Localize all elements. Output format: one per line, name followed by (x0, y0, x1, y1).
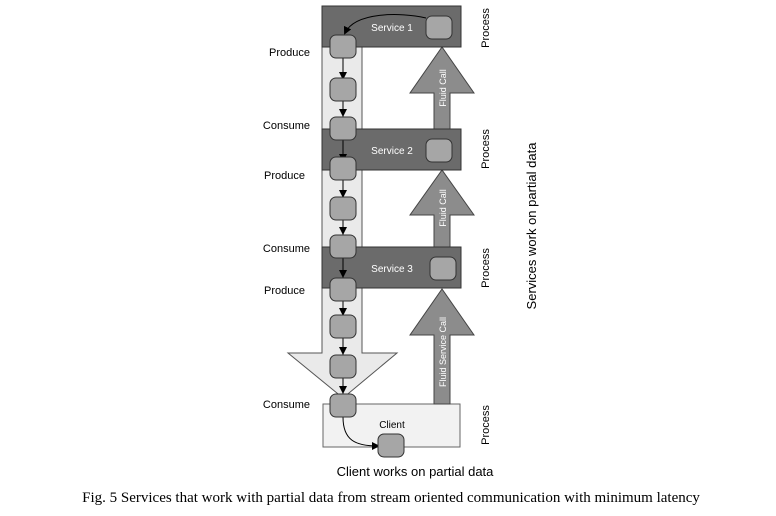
stream-node (329, 34, 357, 59)
figure-caption: Fig. 5 Services that work with partial d… (82, 490, 700, 506)
process-label-client: Process (480, 405, 492, 445)
process-nodes (377, 15, 457, 458)
fluid-service-call-label: Fluid Service Call (438, 317, 448, 387)
fluid-call-label-1: Fluid Call (438, 69, 448, 107)
fluid-call-label-2: Fluid Call (438, 189, 448, 227)
consume-label-3: Consume (263, 243, 310, 255)
stream-nodes (329, 34, 357, 418)
fluid-call-arrow-1 (409, 46, 475, 130)
consume-label-2: Consume (263, 120, 310, 132)
produce-label-1: Produce (269, 47, 310, 59)
stream-node (329, 234, 357, 259)
stream-node (329, 156, 357, 181)
consume-label-client: Consume (263, 399, 310, 411)
stream-node (329, 277, 357, 302)
service-1-label: Service 1 (371, 23, 413, 34)
process-label-service-2: Process (480, 129, 492, 169)
produce-label-2: Produce (264, 170, 305, 182)
service-3-node (429, 256, 457, 281)
stream-node (329, 393, 357, 418)
stream-node (329, 196, 357, 221)
client-label: Client (379, 420, 405, 431)
stream-node (329, 314, 357, 339)
service-2-node (425, 138, 453, 163)
client-node (377, 433, 405, 458)
fluid-service-call-arrow (409, 288, 475, 405)
service-1-loop-arrow (343, 14, 427, 35)
client-consume-arrow (342, 416, 380, 450)
fluid-call-arrow-2 (409, 169, 475, 248)
stream-node (329, 77, 357, 102)
service-2-label: Service 2 (371, 146, 413, 157)
side-label: Services work on partial data (524, 142, 539, 310)
process-label-service-1: Process (480, 8, 492, 48)
stream-node (329, 116, 357, 141)
produce-label-3: Produce (264, 285, 305, 297)
process-label-service-3: Process (480, 248, 492, 288)
service-3-label: Service 3 (371, 264, 413, 275)
bottom-label: Client works on partial data (337, 464, 495, 479)
service-1-node (425, 15, 453, 40)
stream-node (329, 354, 357, 379)
